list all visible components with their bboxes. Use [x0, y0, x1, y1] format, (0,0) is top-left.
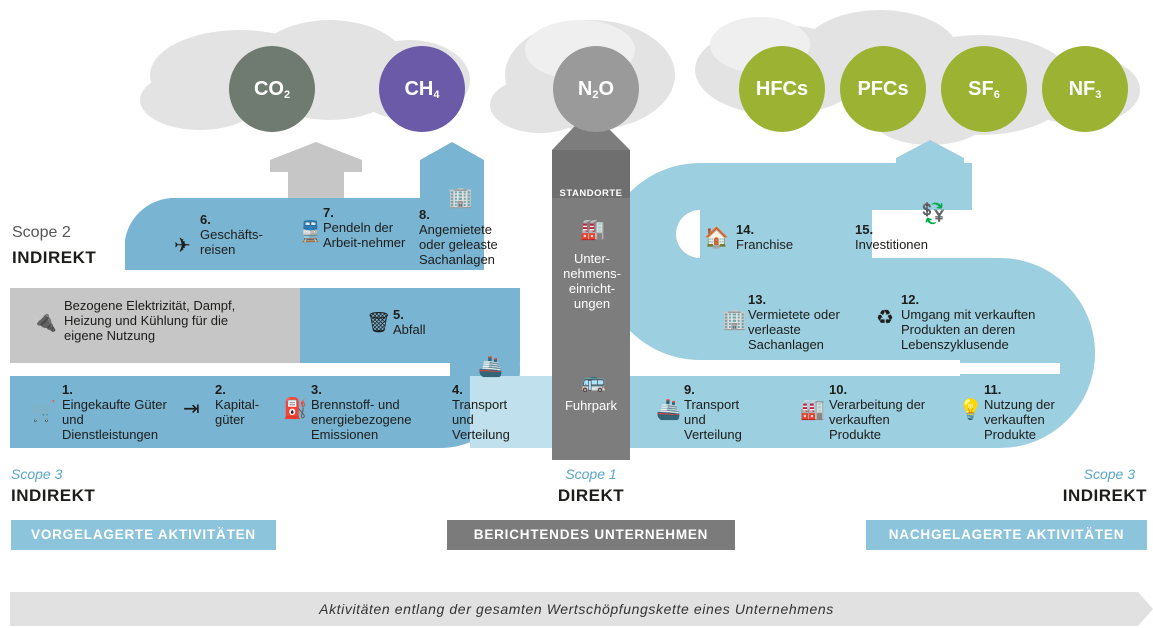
trash-icon: 🗑 — [366, 312, 392, 334]
item-1: 1.Eingekaufte Güter und Dienstleistungen — [62, 382, 167, 442]
item-11: 11.Nutzung der verkauften Produkte — [984, 382, 1055, 442]
gas-n2o: N2O — [553, 46, 639, 132]
scope2-type: INDIREKT — [12, 248, 97, 267]
factory-building-icon: 🏭 — [580, 219, 605, 241]
item-3: 3.Brennstoff- und energiebezogene Emissi… — [311, 382, 412, 442]
ship-icon-downstream: 🚢 — [656, 399, 681, 421]
arrow-ch4 — [420, 142, 484, 210]
gas-hfcs: HFCs — [739, 46, 825, 132]
item-4: 4.Transport und Verteilung — [452, 382, 510, 442]
item-9: 9.Transport und Verteilung — [684, 382, 742, 442]
lightbulb-icon: 💡 — [958, 399, 983, 421]
item-10: 10.Verarbeitung der verkauften Produkte — [829, 382, 926, 442]
item-14: 14.Franchise — [736, 222, 794, 252]
electricity-label: Bezogene Elektrizität, Dampf, Heizung un… — [64, 298, 236, 343]
facilities-label: Unter-nehmens-einricht-ungen — [563, 251, 621, 311]
gas-nf3: NF3 — [1042, 46, 1128, 132]
scope1-label: Scope 1 — [565, 466, 617, 482]
item-15: 15.Investitionen — [855, 222, 928, 252]
train-icon: 🚆 — [298, 221, 323, 243]
ship-icon: 🚢 — [478, 356, 503, 378]
bus-icon: 🚌 — [581, 371, 606, 393]
scope2-label: Scope 2 — [12, 224, 71, 241]
item-7: 7.Pendeln der Arbeit-nehmer — [323, 205, 406, 250]
building-icon: 🏢 — [448, 187, 473, 209]
gas-pfcs: PFCs — [840, 46, 926, 132]
reporting-pill: BERICHTENDES UNTERNEHMEN — [447, 520, 735, 550]
item-8: 8.Angemietete oder geleaste Sachanlagen — [419, 207, 498, 267]
office-building-icon: 🏢 — [722, 309, 747, 331]
scope3-left-type: INDIREKT — [11, 486, 96, 505]
item-2: 2.Kapital-güter — [215, 382, 260, 427]
scope2-band — [10, 288, 345, 363]
scope3-right-type: INDIREKT — [1062, 486, 1147, 505]
item-12: 12.Umgang mit verkauften Produkten an de… — [901, 292, 1036, 352]
login-icon: ⇥ — [183, 398, 200, 420]
money-icon: 💱 — [921, 203, 946, 225]
item-13: 13.Vermietete oder verleaste Sachanlagen — [748, 292, 840, 352]
value-chain-label: Aktivitäten entlang der gesamten Wertsch… — [319, 601, 834, 617]
cart-icon: 🛒 — [31, 401, 56, 423]
scope1-type: DIREKT — [557, 486, 625, 505]
scope3-right-label: Scope 3 — [1083, 466, 1135, 482]
upstream-pill: VORGELAGERTE AKTIVITÄTEN — [11, 520, 276, 550]
plane-icon: ✈ — [174, 235, 191, 257]
fuel-pump-icon: ⛽ — [283, 398, 308, 420]
standorte-label: STANDORTE — [559, 188, 623, 199]
house-icon: 🏠 — [704, 227, 729, 249]
value-chain-arrow — [10, 592, 1153, 626]
fleet-label: Fuhrpark — [564, 398, 618, 413]
item-5: 5.Abfall — [393, 307, 426, 337]
plug-icon: 🔌 — [32, 311, 57, 333]
recycle-bin-icon: ♻ — [876, 307, 894, 329]
arrow-co2 — [270, 142, 362, 210]
gas-ch4: CH4 — [379, 46, 465, 132]
gas-sf6: SF6 — [941, 46, 1027, 132]
item-6: 6.Geschäfts-reisen — [200, 212, 263, 257]
downstream-pill: NACHGELAGERTE AKTIVITÄTEN — [866, 520, 1147, 550]
scope3-left-label: Scope 3 — [11, 466, 63, 482]
gas-co2: CO2 — [229, 46, 315, 132]
factory-icon: 🏭 — [800, 399, 825, 421]
